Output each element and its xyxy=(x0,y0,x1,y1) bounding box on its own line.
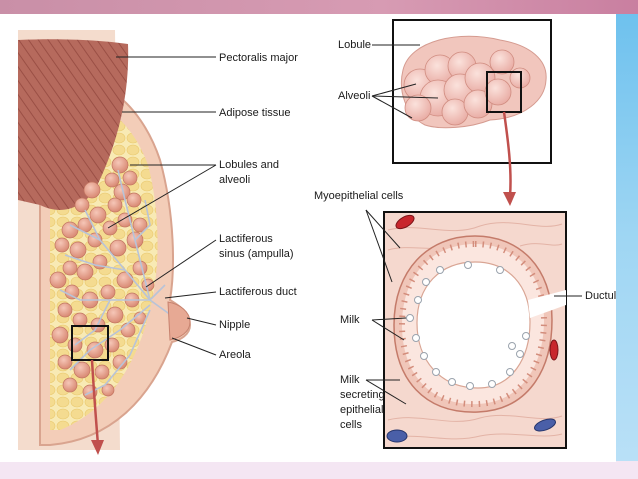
lobule-clusters xyxy=(49,156,155,400)
blue-blood-vessel-right xyxy=(534,418,556,432)
pectoralis-muscle xyxy=(18,39,129,210)
label-myoepithelial-cells: Myoepithelial cells xyxy=(314,190,404,202)
diagram-canvas: Pectoralis major Adipose tissue Lobules … xyxy=(0,14,622,462)
label-lactiferous-sinus-line1: Lactiferous xyxy=(219,233,273,245)
label-milk-secreting-line1: Milk xyxy=(340,374,360,386)
nipple-shape xyxy=(167,301,191,341)
top-frame-band xyxy=(0,0,638,14)
label-lactiferous-sinus-line2: sinus (ampulla) xyxy=(219,248,294,260)
down-arrowhead-right xyxy=(503,192,516,206)
label-milk: Milk xyxy=(340,314,360,326)
left-labels: Pectoralis major Adipose tissue Lobules … xyxy=(219,52,298,361)
breast-cross-section xyxy=(18,30,192,455)
ductule-opening xyxy=(528,290,566,318)
label-alveoli: Alveoli xyxy=(338,90,370,102)
down-arrowhead-left xyxy=(91,440,104,455)
label-pectoralis-major: Pectoralis major xyxy=(219,52,298,64)
label-adipose-tissue: Adipose tissue xyxy=(219,107,291,119)
red-blood-vessel-right xyxy=(549,339,559,361)
ductule-lumen xyxy=(416,261,531,389)
label-areola: Areola xyxy=(219,349,252,361)
bottom-frame-band xyxy=(0,461,638,479)
label-milk-secreting-line3: epithelial xyxy=(340,404,383,416)
duct-network xyxy=(59,169,176,396)
label-nipple: Nipple xyxy=(219,319,250,331)
label-lobule: Lobule xyxy=(338,39,371,51)
right-frame-band xyxy=(616,14,638,462)
ductule-inset xyxy=(383,211,567,449)
left-selection-box xyxy=(71,325,109,361)
label-milk-secreting-line2: secreting xyxy=(340,389,385,401)
lobule-alveoli xyxy=(403,49,531,126)
connective-tissue xyxy=(387,222,563,440)
label-milk-secreting-line4: cells xyxy=(340,419,363,431)
blue-blood-vessel-left xyxy=(386,429,408,443)
ductule-leader-lines xyxy=(365,209,582,405)
down-arrow-right xyxy=(502,111,512,197)
lobule-inset xyxy=(392,19,552,206)
milk-droplets xyxy=(406,261,530,390)
lobule-leader-lines xyxy=(371,44,439,119)
label-lobules-line1: Lobules and xyxy=(219,159,279,171)
label-lactiferous-duct: Lactiferous duct xyxy=(219,286,297,298)
label-ductule: Ductule xyxy=(585,290,616,302)
ductule-labels: Myoepithelial cells Ductule Milk Milk se… xyxy=(314,190,622,431)
label-lobules-line2: alveoli xyxy=(219,174,250,186)
down-arrow-left xyxy=(90,359,100,446)
breast-anatomy-diagram: Pectoralis major Adipose tissue Lobules … xyxy=(18,19,622,455)
left-leader-lines xyxy=(107,56,217,356)
red-blood-vessel-top xyxy=(395,214,415,230)
